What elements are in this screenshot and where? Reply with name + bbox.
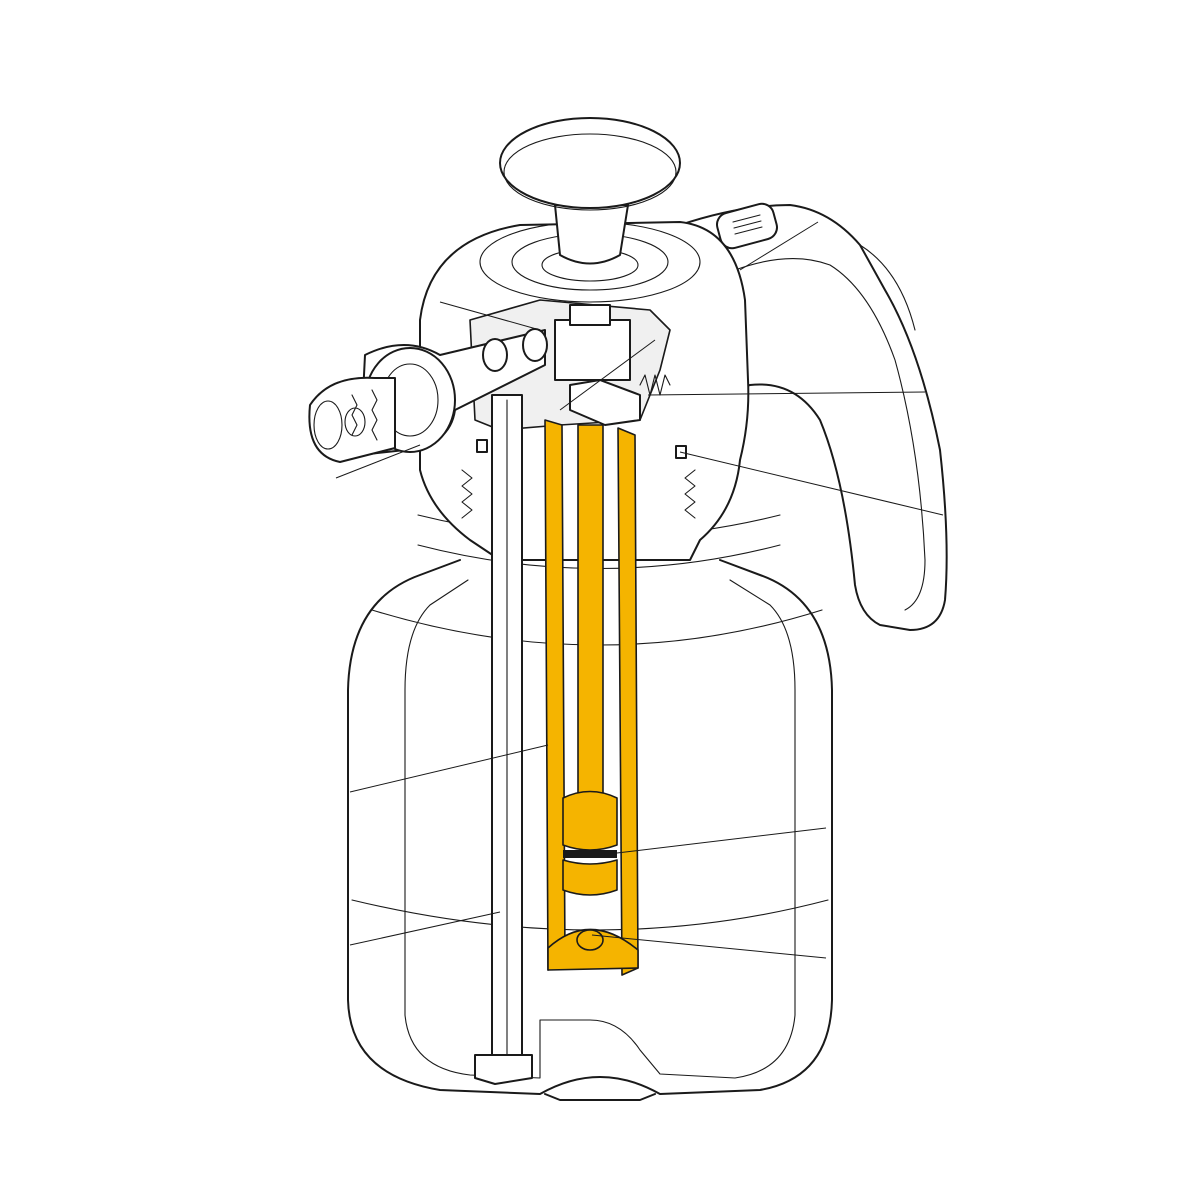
leader-line [349,911,501,946]
pressure-release-button [716,202,778,250]
dip-tube-foot [474,1054,533,1085]
nozzle-tip [308,376,396,463]
handle-grip-curve [859,244,916,331]
pump-cylinder-wall-left [544,419,566,971]
piston-head-lower [562,859,618,896]
leader-line [679,451,944,516]
leader-line [647,391,926,396]
piston-seal-ring [563,850,617,858]
pump-knob-stem [554,204,629,265]
leader-line [599,827,827,856]
piston-rod [577,424,604,806]
handle-inner-edge [734,258,926,611]
pump-knob-top [499,117,681,209]
pump-cylinder-assembly [544,419,639,976]
piston-guide-block [554,319,631,381]
valve-spring [639,374,671,396]
handle-outer [679,204,948,631]
connector-ring-right [522,328,548,362]
bottle-lower-contour [351,899,829,931]
leader-line [349,744,549,793]
pump-cylinder-wall-right [617,427,639,976]
release-button-grip-lines-icon [732,214,763,235]
piston-head-upper [562,790,618,851]
leader-line [739,221,819,271]
nozzle-orifice [313,400,343,450]
nozzle-thread-icon [351,389,378,441]
check-valve-ball [576,929,604,951]
connector-ring-left [482,338,508,372]
pump-knob-top-rim [503,133,677,211]
leader-line [591,934,827,959]
leader-line [559,339,656,411]
latch-pin-left [476,439,488,453]
nozzle-valve-seat [344,407,366,437]
bottle-base-notch [544,1093,656,1101]
thread-marks-right-icon [684,469,696,519]
leader-lines [335,221,944,959]
piston-rod-top [569,304,611,326]
leader-line [439,301,541,331]
bottle-inner-wall [404,579,796,1079]
bottle-outer-shell [347,559,833,1095]
thread-marks-left-icon [461,469,473,519]
leader-line [335,444,421,479]
